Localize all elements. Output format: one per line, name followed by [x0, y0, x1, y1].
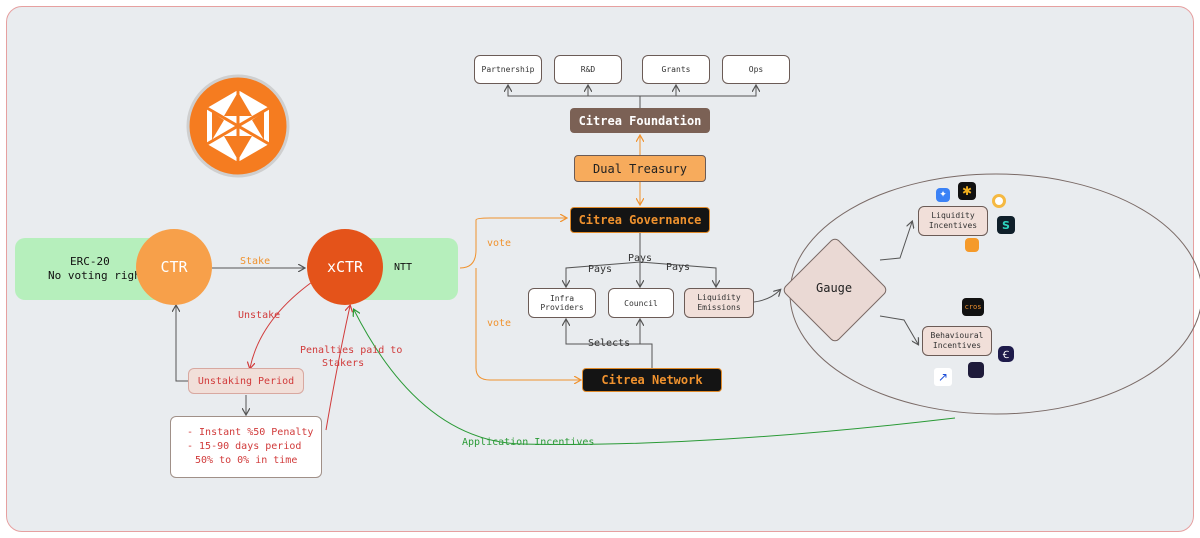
unstaking-period-label: Unstaking Period: [197, 375, 295, 387]
rnd-label: R&D: [580, 65, 596, 74]
ops-label: Ops: [748, 65, 764, 74]
council-label: Council: [624, 298, 658, 308]
rule-period: - 15-90 days period: [187, 441, 302, 452]
citrea-governance-box: Citrea Governance: [570, 207, 710, 233]
grants-label: Grants: [661, 65, 691, 74]
pays-right-label: Pays: [666, 262, 691, 273]
ctr-token: CTR: [136, 229, 212, 305]
cros-badge-icon: cros: [962, 298, 984, 316]
dark-square-icon: [968, 362, 984, 378]
penalties-line2: Stakers: [322, 358, 365, 369]
behavioural-incentives-line2: Incentives: [932, 341, 982, 350]
citrea-foundation-box: Citrea Foundation: [570, 108, 710, 133]
ctr-desc-line1: ERC-20: [70, 255, 110, 268]
citrea-network-label: Citrea Network: [601, 373, 703, 387]
unstaking-period-box: Unstaking Period: [188, 368, 304, 394]
dual-treasury-box: Dual Treasury: [574, 155, 706, 182]
vote-upper-label: vote: [487, 238, 512, 249]
liquidity-emissions-box: Liquidity Emissions: [684, 288, 754, 318]
rule-instant-penalty: - Instant %50 Penalty: [187, 427, 314, 438]
s-logo-icon: S: [997, 216, 1015, 234]
cros-badge-label: cros: [964, 303, 982, 311]
grants-box: Grants: [642, 55, 710, 84]
liquidity-incentives-line1: Liquidity: [931, 211, 975, 220]
citrea-network-box: Citrea Network: [582, 368, 722, 392]
penalties-line1: Penalties paid to: [300, 345, 403, 356]
orange-circle-icon: [992, 194, 1006, 208]
c-circle-icon: Ꞓ: [998, 346, 1014, 362]
stake-label: Stake: [240, 256, 271, 267]
partnership-box: Partnership: [474, 55, 542, 84]
infra-providers-label: Infra Providers: [540, 294, 584, 312]
ctr-desc-line2: No voting rights: [48, 269, 154, 282]
vote-lower-label: vote: [487, 318, 512, 329]
rnd-box: R&D: [554, 55, 622, 84]
citrea-governance-label: Citrea Governance: [578, 213, 702, 227]
dual-treasury-label: Dual Treasury: [593, 161, 687, 176]
gauge-label: Gauge: [816, 281, 853, 295]
xctr-token: xCTR: [307, 229, 383, 305]
ops-box: Ops: [722, 55, 790, 84]
orange-square-icon: [965, 238, 979, 252]
citrea-logo-icon: [186, 74, 290, 178]
behavioural-incentives-box: Behavioural Incentives: [922, 326, 992, 356]
liquidity-emissions-line2: Emissions: [697, 303, 741, 312]
butterfly-icon: ✦: [936, 188, 950, 202]
liquidity-incentives-box: Liquidity Incentives: [918, 206, 988, 236]
liquidity-emissions-line1: Liquidity: [697, 293, 741, 302]
liquidity-incentives-line2: Incentives: [928, 221, 978, 230]
council-box: Council: [608, 288, 674, 318]
arrow-up-icon: ↗: [934, 368, 952, 386]
ctr-label: CTR: [160, 258, 188, 276]
unstaking-rules-box: - Instant %50 Penalty - 15-90 days perio…: [170, 416, 322, 478]
unstake-label: Unstake: [238, 310, 281, 321]
behavioural-incentives-line1: Behavioural: [930, 331, 984, 340]
infra-providers-box: Infra Providers: [528, 288, 596, 318]
application-incentives-label: Application Incentives: [462, 437, 595, 448]
xctr-desc: NTT: [394, 262, 413, 273]
citrea-foundation-label: Citrea Foundation: [578, 113, 702, 128]
pays-left-label: Pays: [588, 264, 613, 275]
pays-center-label: Pays: [628, 253, 653, 264]
rule-decay: 50% to 0% in time: [195, 455, 298, 466]
selects-label: Selects: [588, 338, 631, 349]
x-star-icon: ✱: [958, 182, 976, 200]
xctr-label: xCTR: [326, 258, 364, 276]
partnership-label: Partnership: [481, 65, 535, 74]
